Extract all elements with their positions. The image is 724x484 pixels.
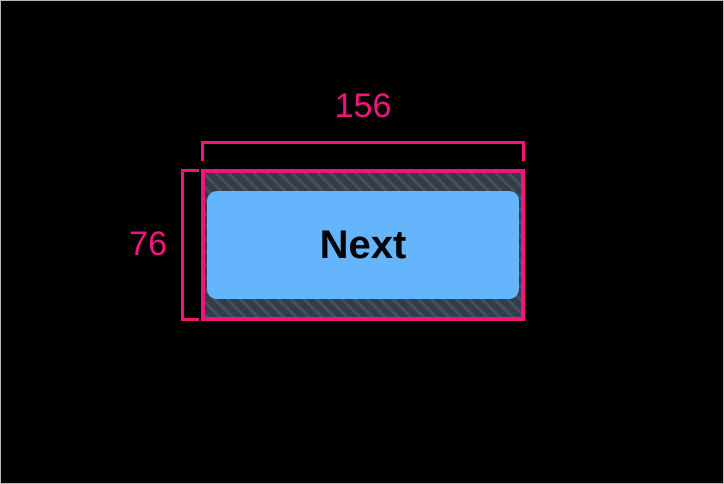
width-dimension-label: 156 [334, 87, 392, 125]
next-button-label: Next [319, 223, 407, 267]
next-button-face[interactable]: Next [207, 191, 519, 299]
height-dimension-bracket [181, 169, 199, 321]
next-button[interactable]: Next [205, 173, 521, 317]
padding-hatch-top [205, 173, 521, 191]
width-dimension-bracket [201, 141, 525, 161]
element-selection-outline: Next [201, 169, 525, 321]
padding-hatch-bottom [205, 299, 521, 317]
height-dimension-label: 76 [129, 225, 167, 263]
